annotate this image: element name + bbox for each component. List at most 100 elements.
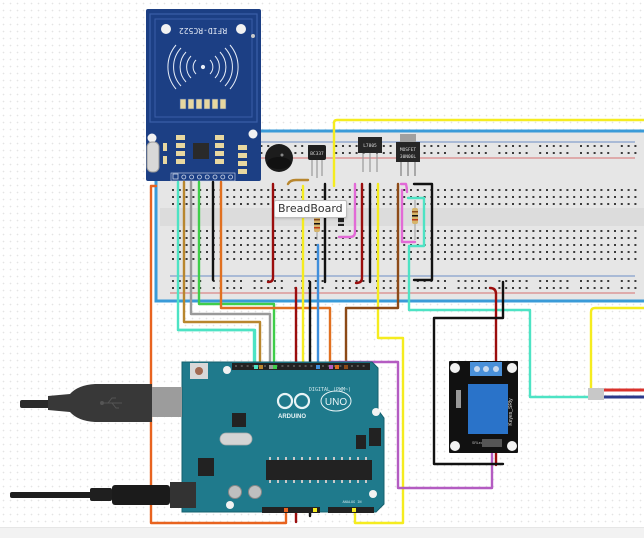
breadboard-hole [450, 189, 453, 191]
arduino-uno[interactable]: DIGITAL (PWM~) ARDUINO UNO ANALOG IN [181, 361, 385, 513]
dark-red-wire-buzzer[interactable] [266, 182, 275, 284]
breadboard-hole [233, 237, 236, 239]
breadboard-hole [362, 244, 365, 246]
orange-wire-rfid[interactable] [219, 180, 332, 374]
resistor-1[interactable] [314, 210, 320, 240]
breadboard-hole [328, 189, 331, 191]
breadboard-hole [518, 237, 521, 239]
breadboard-hole [620, 244, 623, 246]
gray-wire[interactable] [189, 180, 272, 372]
dark-red-wire-regulator[interactable] [354, 182, 364, 285]
breadboard-hole [539, 230, 542, 232]
breadboard-hole [498, 203, 501, 205]
breadboard-hole [362, 237, 365, 239]
breadboard-hole [287, 196, 290, 198]
yellow-wire-top[interactable] [332, 118, 644, 188]
power-jack-cable[interactable] [10, 482, 196, 508]
breadboard-hole [600, 244, 603, 246]
breadboard-hole [518, 152, 521, 154]
black-wire-relay[interactable] [432, 280, 505, 466]
tan-wire[interactable] [182, 180, 262, 374]
diode[interactable] [338, 212, 344, 226]
breadboard-hole [287, 244, 290, 246]
orange-wire-left[interactable] [149, 184, 288, 525]
breadboard-hole [294, 230, 297, 232]
transistor-bc337[interactable]: BC337 [308, 145, 326, 178]
breadboard-hole [178, 287, 181, 289]
breadboard-hole [634, 203, 637, 205]
breadboard-hole [552, 230, 555, 232]
breadboard-hole [178, 230, 181, 232]
breadboard-hole [382, 145, 385, 147]
rfid-module[interactable]: RFID-RC522 [146, 9, 261, 182]
breadboard-hole [348, 258, 351, 260]
resistor-2[interactable] [412, 200, 418, 240]
breadboard-hole [308, 230, 310, 232]
breadboard-hole [192, 251, 195, 253]
cyan-wire-relay[interactable] [406, 196, 596, 399]
breadboard-hole [430, 152, 433, 154]
breadboard-hole [484, 237, 487, 239]
voltage-regulator[interactable]: L7805 [358, 137, 382, 172]
breadboard-hole [457, 258, 460, 260]
breadboard-hole [600, 230, 603, 232]
two-pin-connector[interactable] [588, 388, 644, 400]
breadboard-hole [416, 203, 419, 205]
breadboard-hole [410, 251, 412, 253]
pink-wire[interactable] [337, 182, 357, 239]
breadboard-hole [491, 251, 494, 253]
breadboard-hole [546, 230, 548, 232]
breadboard-hole [328, 244, 331, 246]
tan-jumper[interactable] [286, 178, 310, 186]
breadboard-hole [206, 258, 208, 260]
breadboard-hole [457, 237, 460, 239]
relay-module[interactable]: Keyes_SRly SRLed [449, 361, 518, 453]
breadboard-hole [206, 251, 208, 253]
breadboard-hole [267, 196, 270, 198]
usb-cable[interactable] [20, 384, 182, 422]
arduino-pin [246, 365, 249, 367]
arduino-pin [322, 365, 324, 367]
breadboard-hole [620, 196, 623, 198]
breadboard-hole [206, 237, 208, 239]
breadboard-hole [314, 251, 317, 253]
yellow-wire-regulator[interactable] [353, 182, 405, 525]
breadboard-hole [321, 244, 324, 246]
breadboard-hole [512, 189, 514, 191]
breadboard-hole [600, 258, 603, 260]
breadboard-hole [280, 280, 283, 282]
breadboard-hole [607, 189, 610, 191]
pink-wire-mosfet-2[interactable] [400, 188, 417, 244]
breadboard-hole [335, 152, 338, 154]
mosfet[interactable]: MOSFET 30N06L [396, 134, 420, 176]
breadboard-hole [464, 145, 467, 147]
dark-red-wire-relay[interactable] [488, 286, 498, 467]
breadboard-hole [573, 189, 576, 191]
brown-wire[interactable] [344, 182, 400, 374]
breadboard-hole [525, 287, 528, 289]
breadboard-hole [634, 230, 637, 232]
breadboard-hole [546, 258, 548, 260]
breadboard-hole [586, 196, 589, 198]
breadboard-hole [566, 203, 569, 205]
breadboard-hole [464, 287, 467, 289]
breadboard-hole [335, 280, 338, 282]
breadboard-hole [274, 237, 276, 239]
yellow-wire-connector[interactable] [589, 306, 644, 399]
breadboard-hole [539, 196, 542, 198]
green-wire[interactable] [197, 180, 276, 374]
breadboard-hole [274, 230, 276, 232]
breadboard-hole [403, 237, 406, 239]
breadboard-hole [573, 203, 576, 205]
breadboard-hole [580, 203, 582, 205]
breadboard-hole [491, 196, 494, 198]
breadboard-hole [267, 244, 270, 246]
breadboard-hole [525, 244, 528, 246]
pink-wire-mosfet[interactable] [399, 182, 409, 194]
black-wire-mosfet[interactable] [412, 182, 434, 282]
breadboard-hole [525, 280, 528, 282]
buzzer[interactable] [265, 144, 293, 172]
breadboard-hole [178, 251, 181, 253]
relay-label: Keyes_SRly [508, 398, 514, 426]
breadboard-hole [233, 203, 236, 205]
